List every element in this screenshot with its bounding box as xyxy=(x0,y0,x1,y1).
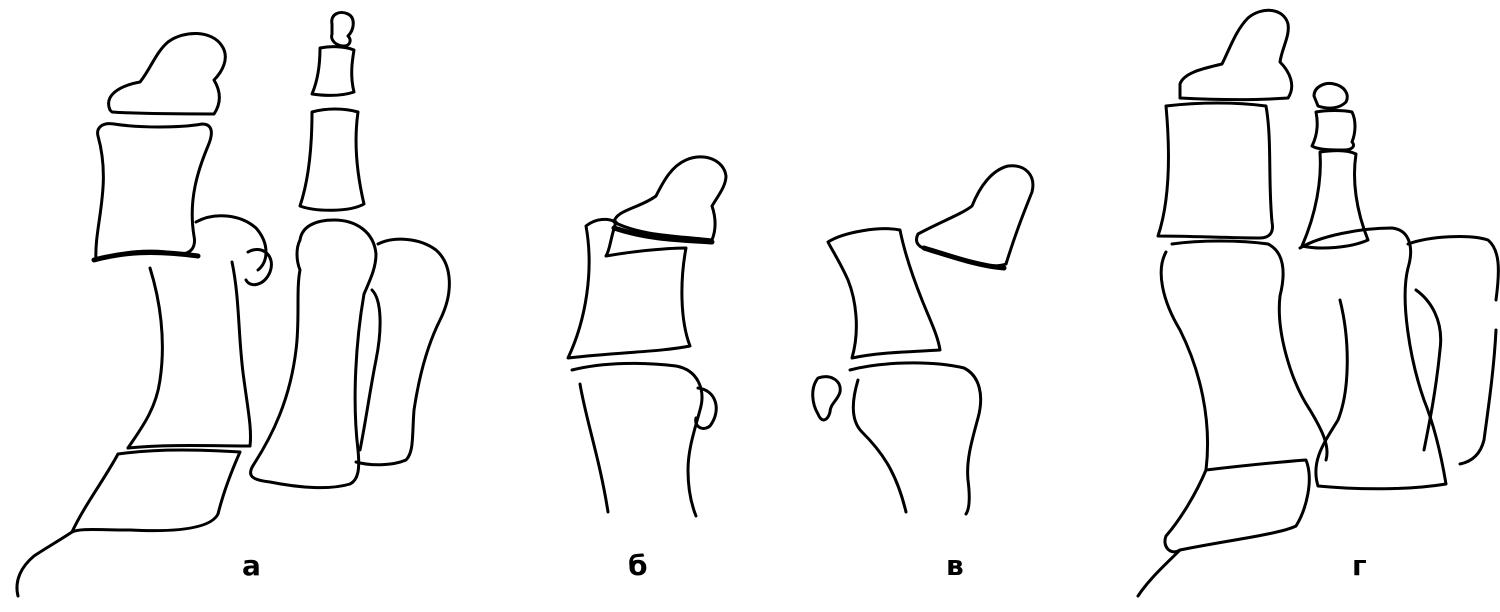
panel-g-foot-outline xyxy=(1138,550,1180,596)
panel-a-second-toe-middle xyxy=(312,47,354,96)
panel-a-cuneiform xyxy=(72,450,240,532)
panel-v-joint-line xyxy=(924,248,1004,268)
panel-a-third-metatarsal xyxy=(356,239,449,465)
panel-a-second-toe-tip xyxy=(332,12,354,46)
panel-b-distal-phalanx xyxy=(614,157,726,240)
panel-label-b: б xyxy=(628,552,648,580)
panel-a-second-metatarsal xyxy=(251,220,376,488)
panel-g-drawing xyxy=(1138,10,1498,596)
panel-g-proximal-phalanx xyxy=(1158,103,1273,238)
panel-g-first-metatarsal xyxy=(1161,241,1327,470)
panel-v-drawing xyxy=(813,166,1033,514)
panel-v-sesamoid xyxy=(813,377,840,420)
panel-g-cuneiform xyxy=(1165,460,1309,552)
panel-a-metatarsal-base-line xyxy=(128,446,250,449)
panel-a-drawing xyxy=(17,12,449,596)
panel-label-a: а xyxy=(242,552,261,580)
panel-b-drawing xyxy=(568,157,726,516)
panel-b-sesamoid xyxy=(696,388,717,428)
panel-a-metatarsal-shaft xyxy=(128,262,251,448)
panel-g-distal-phalanx xyxy=(1180,10,1292,99)
panel-a-foot-outline xyxy=(17,532,72,596)
panel-a-second-toe-proximal xyxy=(300,109,364,210)
panel-g-second-toe-middle xyxy=(1312,111,1355,151)
panel-label-v: в xyxy=(946,552,964,580)
panel-a-joint-line xyxy=(94,253,198,260)
panel-a-distal-phalanx xyxy=(109,33,226,114)
panel-g-second-toe-proximal xyxy=(1302,151,1368,248)
panel-g-third-metatarsal xyxy=(1408,237,1498,464)
panel-label-g: г xyxy=(1352,552,1367,580)
panel-b-metatarsal-head xyxy=(572,363,702,516)
panel-g-second-toe-tip xyxy=(1314,84,1347,109)
panel-a-proximal-phalanx xyxy=(96,124,212,260)
panel-v-metatarsal-head xyxy=(850,363,981,514)
panel-a-sesamoid xyxy=(246,249,271,284)
